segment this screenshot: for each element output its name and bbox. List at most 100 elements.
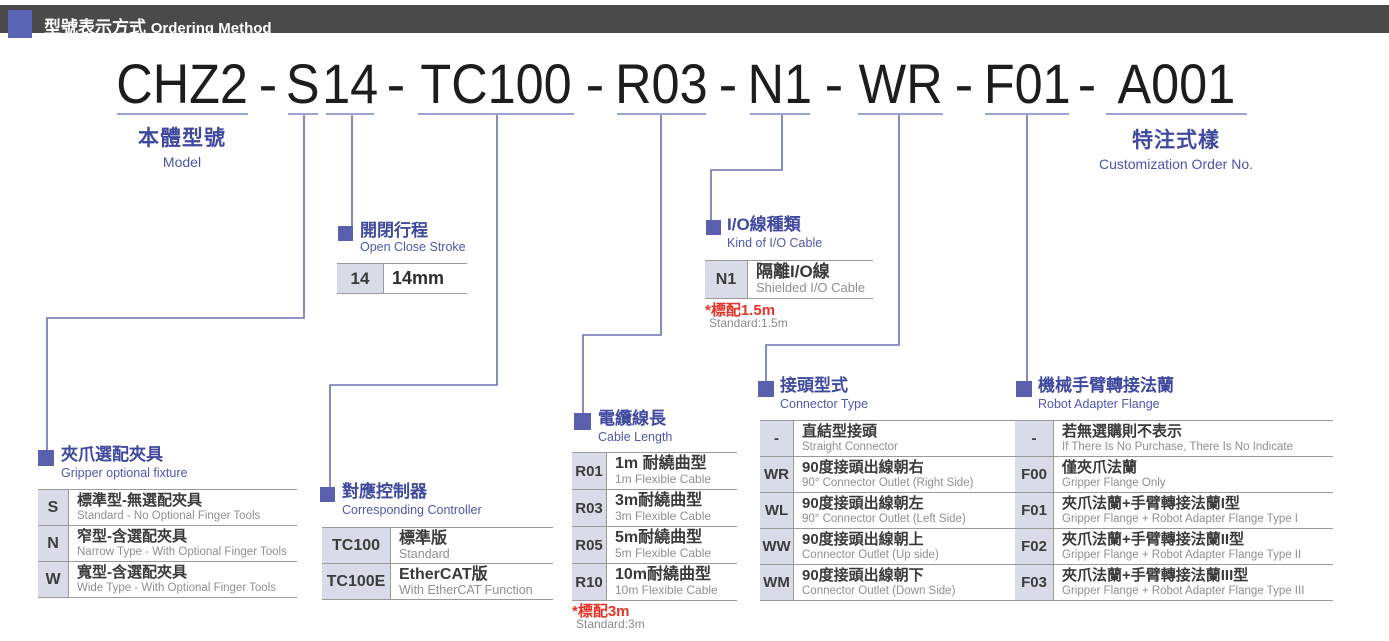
model-label-zh: 本體型號 bbox=[138, 127, 226, 150]
row-desc-en: 90° Connector Outlet (Left Side) bbox=[802, 513, 966, 525]
row-desc-zh: 90度接頭出線朝右 bbox=[802, 459, 924, 476]
row-code: N1 bbox=[705, 261, 748, 298]
row-desc: 隔離I/O線 Shielded I/O Cable bbox=[748, 261, 873, 298]
row-code: R01 bbox=[572, 453, 607, 489]
row-code: - bbox=[760, 421, 794, 456]
table-row: F01 夾爪法蘭+手臂轉接法蘭I型 Gripper Flange + Robot… bbox=[1015, 493, 1333, 529]
io-accent-square-icon bbox=[706, 220, 721, 235]
customization-label: 特注式樣 Customization Order No. bbox=[1026, 124, 1326, 172]
row-desc: 夾爪法蘭+手臂轉接法蘭I型 Gripper Flange + Robot Ada… bbox=[1054, 493, 1333, 528]
row-desc-en: Narrow Type - With Optional Finger Tools bbox=[77, 546, 287, 558]
table-row: R03 3m耐繞曲型 3m Flexible Cable bbox=[572, 490, 737, 527]
flange-title-zh: 機械手臂轉接法蘭 bbox=[1038, 376, 1174, 395]
row-desc-zh: 夾爪法蘭+手臂轉接法蘭I型 bbox=[1062, 495, 1240, 512]
row-desc: 標準版 Standard bbox=[391, 528, 553, 563]
row-desc-zh: 若無選購則不表示 bbox=[1062, 423, 1183, 440]
connector-table: - 直結型接頭 Straight Connector WR 90度接頭出線朝右 … bbox=[760, 420, 1034, 601]
table-row: 14 14mm bbox=[337, 264, 467, 294]
row-desc: 10m耐繞曲型 10m Flexible Cable bbox=[607, 564, 737, 600]
gripper-title-en: Gripper optional fixture bbox=[61, 466, 188, 480]
row-desc-zh: 夾爪法蘭+手臂轉接法蘭II型 bbox=[1062, 531, 1245, 548]
table-row: R10 10m耐繞曲型 10m Flexible Cable bbox=[572, 564, 737, 601]
row-desc: 窄型-含選配夾具 Narrow Type - With Optional Fin… bbox=[69, 526, 297, 561]
section-header-bar: 型號表示方式 Ordering Method bbox=[0, 5, 1389, 38]
model-segment-flange: F01 bbox=[983, 52, 1071, 115]
row-code: WR bbox=[760, 457, 794, 492]
row-desc-zh: 1m 耐繞曲型 bbox=[615, 455, 707, 472]
header-accent-square-icon bbox=[8, 10, 32, 38]
row-desc-en: With EtherCAT Function bbox=[399, 583, 533, 597]
row-code: WW bbox=[760, 529, 794, 564]
table-row: WR 90度接頭出線朝右 90° Connector Outlet (Right… bbox=[760, 457, 1034, 493]
row-desc-en: Wide Type - With Optional Finger Tools bbox=[77, 582, 276, 594]
table-row: - 若無選購則不表示 If There Is No Purchase, Ther… bbox=[1015, 421, 1333, 457]
connector-accent-square-icon bbox=[758, 381, 774, 397]
row-desc-zh: 標準版 bbox=[399, 530, 448, 547]
row-code: 14 bbox=[337, 264, 384, 293]
row-desc-en: Connector Outlet (Down Side) bbox=[802, 585, 956, 597]
row-desc-en: 10m Flexible Cable bbox=[615, 583, 718, 597]
table-row: F02 夾爪法蘭+手臂轉接法蘭II型 Gripper Flange + Robo… bbox=[1015, 529, 1333, 565]
row-desc-en: Standard bbox=[399, 547, 450, 561]
cable-title-en: Cable Length bbox=[598, 430, 673, 444]
table-row: F03 夾爪法蘭+手臂轉接法蘭III型 Gripper Flange + Rob… bbox=[1015, 565, 1333, 601]
row-desc-zh: 3m耐繞曲型 bbox=[615, 492, 703, 509]
row-desc-en: Standard - No Optional Finger Tools bbox=[77, 510, 261, 522]
model-segment-stroke: 14 bbox=[321, 52, 379, 115]
row-desc: 90度接頭出線朝下 Connector Outlet (Down Side) bbox=[794, 565, 1034, 600]
gripper-table: S 標準型-無選配夾具 Standard - No Optional Finge… bbox=[38, 489, 297, 598]
row-desc-zh: 90度接頭出線朝下 bbox=[802, 567, 924, 584]
row-desc-en: Gripper Flange + Robot Adapter Flange Ty… bbox=[1062, 549, 1302, 561]
model-label-en: Model bbox=[162, 154, 202, 170]
row-desc-en: Gripper Flange Only bbox=[1062, 477, 1166, 489]
cable-table: R01 1m 耐繞曲型 1m Flexible Cable R03 3m耐繞曲型… bbox=[572, 452, 737, 601]
row-desc: 寬型-含選配夾具 Wide Type - With Optional Finge… bbox=[69, 562, 297, 597]
row-desc-en: 5m Flexible Cable bbox=[615, 546, 712, 560]
row-desc-en: 1m Flexible Cable bbox=[615, 472, 712, 486]
cable-title-zh: 電纜線長 bbox=[598, 409, 666, 428]
row-desc-en: Gripper Flange + Robot Adapter Flange Ty… bbox=[1062, 585, 1305, 597]
io-title-en: Kind of I/O Cable bbox=[727, 236, 823, 250]
table-row: R05 5m耐繞曲型 5m Flexible Cable bbox=[572, 527, 737, 564]
flange-accent-square-icon bbox=[1016, 381, 1032, 397]
row-desc-zh: 直結型接頭 bbox=[802, 423, 878, 440]
model-segment-gripper: S bbox=[286, 52, 320, 115]
row-desc: 5m耐繞曲型 5m Flexible Cable bbox=[607, 527, 737, 563]
row-code: - bbox=[1015, 421, 1054, 456]
row-code: N bbox=[38, 526, 69, 561]
table-row: F00 僅夾爪法蘭 Gripper Flange Only bbox=[1015, 457, 1333, 493]
cable-note-standard-zh: *標配3m bbox=[572, 603, 630, 620]
row-code: F00 bbox=[1015, 457, 1054, 492]
row-desc-zh: 5m耐繞曲型 bbox=[615, 529, 703, 546]
flange-table: - 若無選購則不表示 If There Is No Purchase, Ther… bbox=[1015, 420, 1333, 601]
row-desc: 90度接頭出線朝上 Connector Outlet (Up side) bbox=[794, 529, 1034, 564]
row-code: TC100E bbox=[322, 564, 391, 599]
gripper-accent-square-icon bbox=[38, 450, 54, 466]
row-code: F01 bbox=[1015, 493, 1054, 528]
model-segment-connector: WR bbox=[858, 52, 943, 115]
row-desc: 夾爪法蘭+手臂轉接法蘭II型 Gripper Flange + Robot Ad… bbox=[1054, 529, 1333, 564]
row-desc-zh: EtherCAT版 bbox=[399, 566, 488, 583]
row-code: R10 bbox=[572, 564, 607, 600]
cable-accent-square-icon bbox=[574, 413, 591, 430]
row-desc-zh: 僅夾爪法蘭 bbox=[1062, 459, 1138, 476]
row-desc-text: 14mm bbox=[392, 268, 445, 288]
connector-title-en: Connector Type bbox=[780, 397, 869, 411]
section-title-en: Ordering Method bbox=[150, 20, 272, 37]
model-hyphen: - bbox=[824, 52, 844, 115]
row-desc-zh: 寬型-含選配夾具 bbox=[77, 564, 187, 581]
row-code: F03 bbox=[1015, 565, 1054, 600]
stroke-table: 14 14mm bbox=[337, 263, 467, 294]
table-row: TC100 標準版 Standard bbox=[322, 528, 553, 564]
row-desc: 直結型接頭 Straight Connector bbox=[794, 421, 1034, 456]
model-hyphen: - bbox=[1077, 52, 1097, 115]
row-desc-en: Connector Outlet (Up side) bbox=[802, 549, 939, 561]
model-segment-io: N1 bbox=[747, 52, 813, 115]
row-desc: EtherCAT版 With EtherCAT Function bbox=[391, 564, 553, 599]
row-desc: 夾爪法蘭+手臂轉接法蘭III型 Gripper Flange + Robot A… bbox=[1054, 565, 1333, 600]
row-desc-zh: 90度接頭出線朝左 bbox=[802, 495, 924, 512]
row-desc-zh: 90度接頭出線朝上 bbox=[802, 531, 924, 548]
row-desc-zh: 標準型-無選配夾具 bbox=[77, 492, 202, 509]
row-desc: 14mm bbox=[384, 264, 467, 293]
controller-accent-square-icon bbox=[320, 487, 335, 502]
